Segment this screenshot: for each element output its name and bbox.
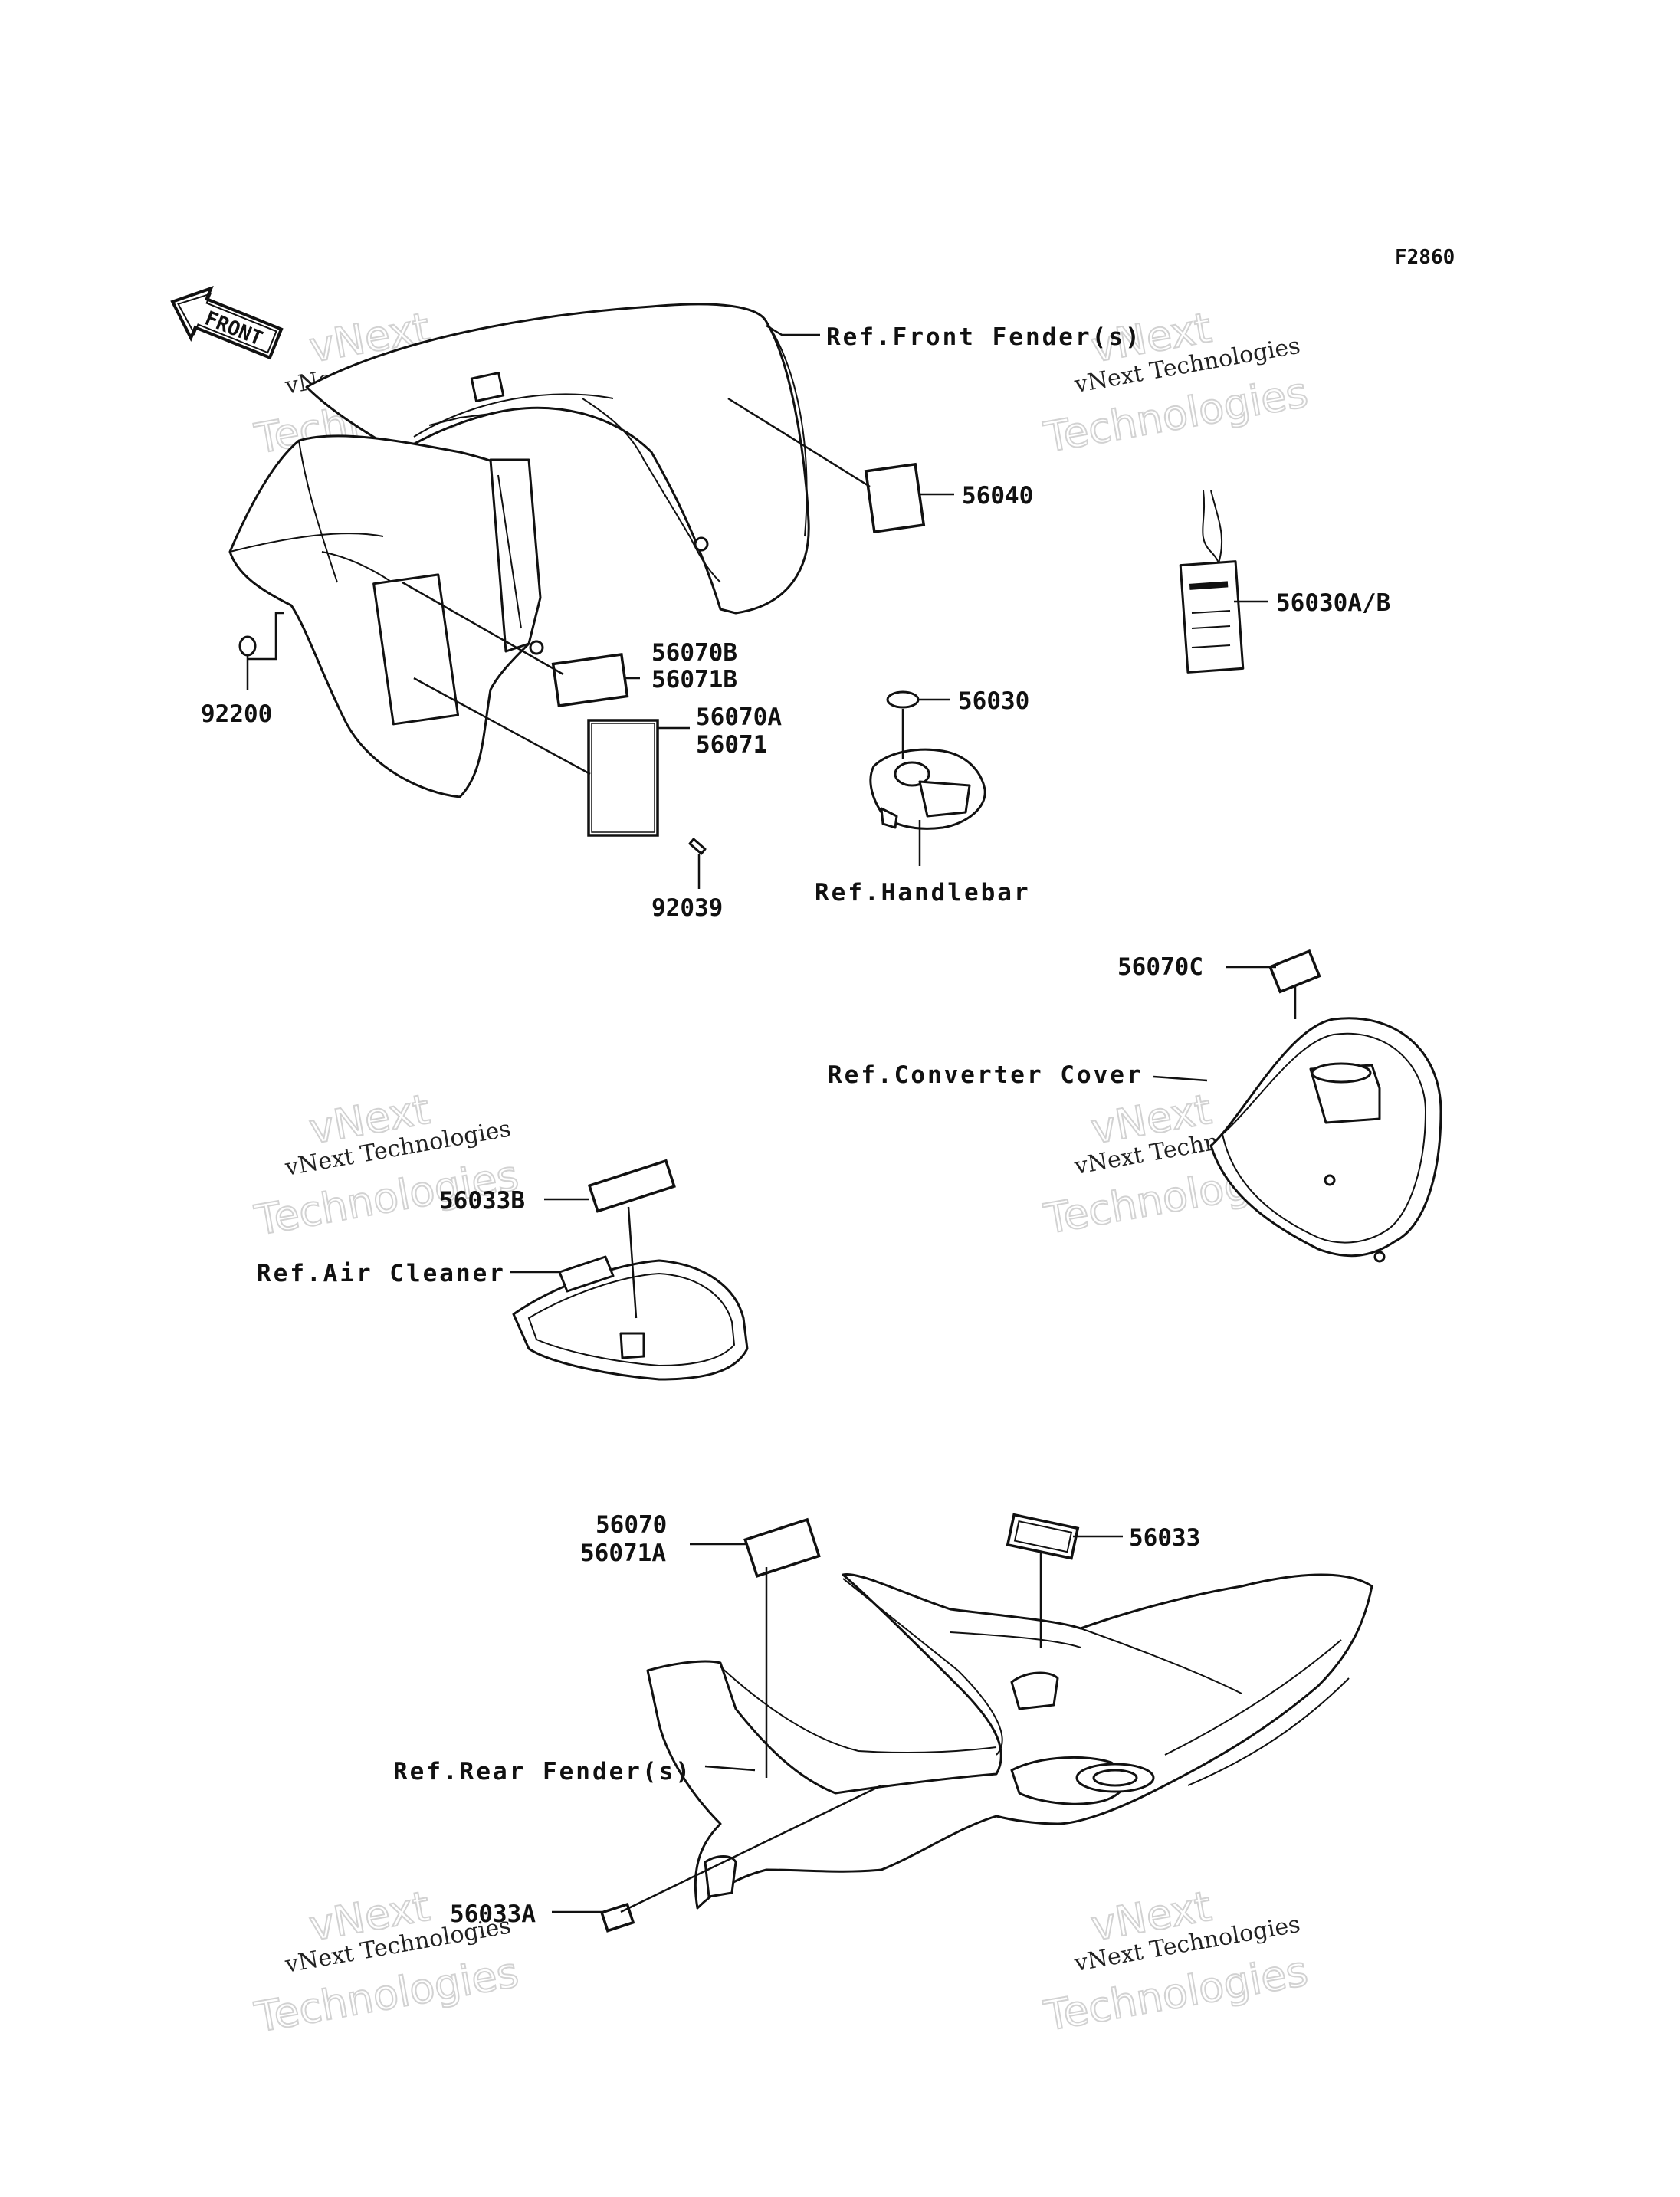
label-ref-handlebar: Ref.Handlebar <box>815 879 1031 907</box>
label-ref-front-fender: Ref.Front Fender(s) <box>826 323 1142 351</box>
label-56071: 56071 <box>696 731 767 759</box>
front-panel-illustration <box>228 434 544 798</box>
air-cleaner-illustration <box>512 1159 749 1381</box>
decal-56033 <box>1006 1513 1080 1560</box>
watermark-bottom-left: vNext vNext Technologies Technologies <box>251 1881 523 2043</box>
rear-fender-illustration <box>599 1513 1373 1933</box>
decal-56033a <box>599 1902 635 1933</box>
label-56033b: 56033B <box>439 1187 525 1215</box>
decal-56033b <box>587 1159 676 1213</box>
decal-56040 <box>864 462 926 534</box>
decal-56070 <box>743 1517 821 1578</box>
converter-cover-illustration <box>1209 949 1442 1263</box>
label-56070c: 56070C <box>1117 953 1203 981</box>
washer-92200 <box>238 635 257 657</box>
figure-code: F2860 <box>1395 246 1455 269</box>
tag-56030ab <box>1179 490 1245 674</box>
label-56033: 56033 <box>1129 1524 1200 1552</box>
label-92200: 92200 <box>201 700 272 728</box>
label-56070: 56070 <box>596 1511 667 1539</box>
label-56070b: 56070B <box>651 639 737 667</box>
screw-92039 <box>688 838 707 855</box>
label-ref-air-cleaner: Ref.Air Cleaner <box>257 1260 506 1287</box>
label-56040: 56040 <box>962 482 1033 510</box>
label-ref-rear-fender: Ref.Rear Fender(s) <box>393 1758 692 1785</box>
leader-lines <box>246 324 1297 1913</box>
washer-56030 <box>886 690 920 709</box>
label-ref-converter-cover: Ref.Converter Cover <box>828 1061 1144 1089</box>
front-arrow-icon: FRONT <box>170 285 284 360</box>
label-56030ab: 56030A/B <box>1276 589 1390 617</box>
watermark-mid-left: vNext vNext Technologies Technologies <box>251 1084 523 1246</box>
watermark-top-right: vNext vNext Technologies Technologies <box>1039 303 1312 463</box>
label-56070a: 56070A <box>696 703 782 731</box>
decal-56070b <box>551 653 629 707</box>
label-92039: 92039 <box>651 894 723 922</box>
decal-56070a <box>587 719 659 837</box>
label-56071b: 56071B <box>651 666 737 694</box>
label-56030: 56030 <box>958 687 1029 715</box>
label-56071a: 56071A <box>580 1540 666 1567</box>
decal-56070c <box>1268 949 1321 994</box>
front-fender-illustration <box>305 303 810 615</box>
watermark-bottom-right: vNext vNext Technologies Technologies <box>1039 1881 1312 2041</box>
label-56033a: 56033A <box>450 1900 536 1928</box>
